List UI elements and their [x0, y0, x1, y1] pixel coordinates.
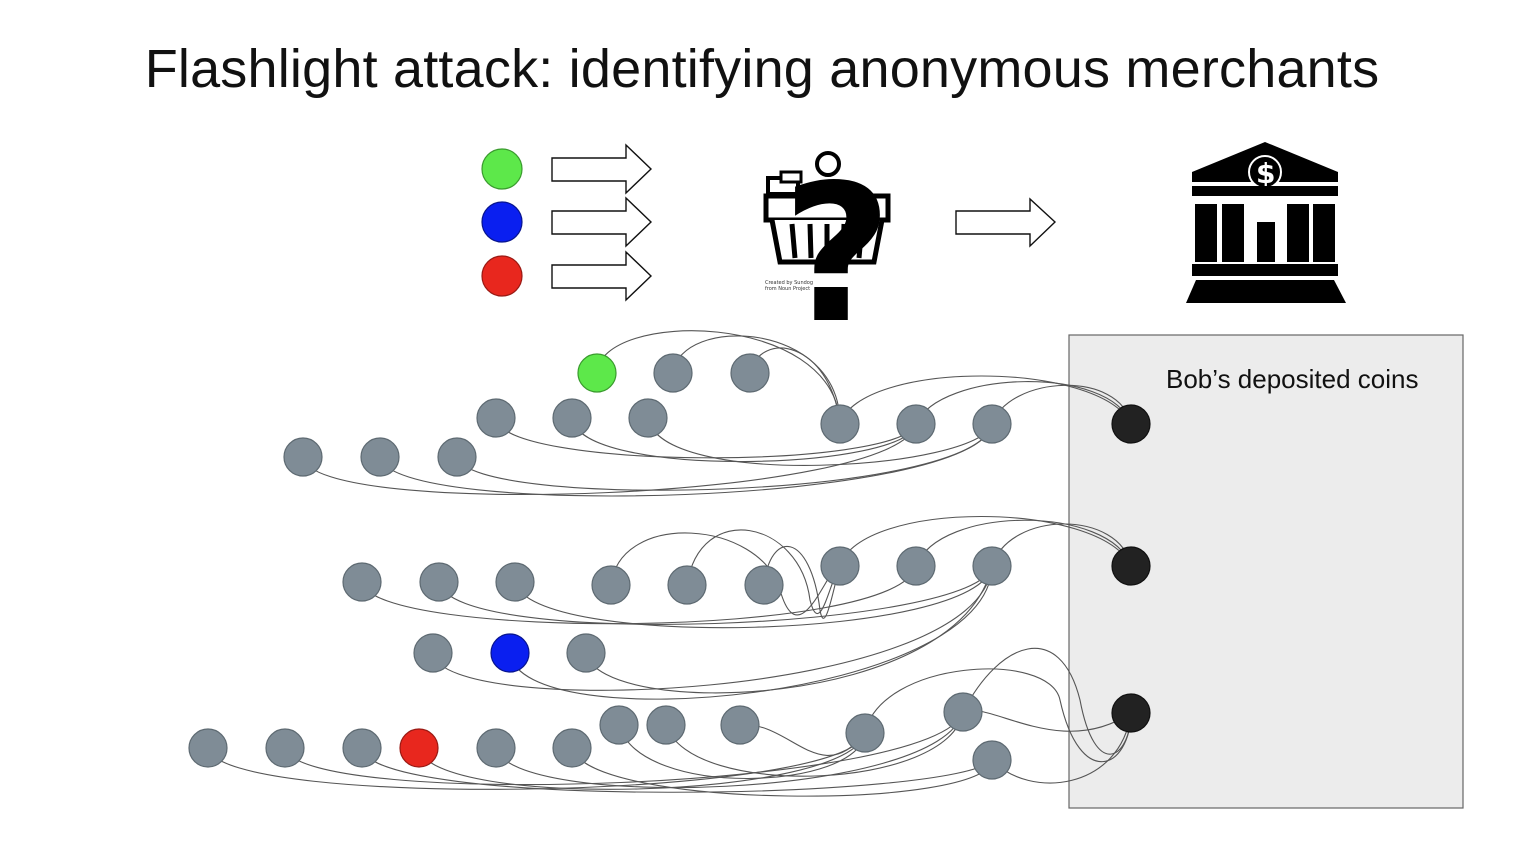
bank-icon: $ — [1186, 142, 1346, 303]
coin-node — [646, 705, 686, 745]
coin-node — [744, 565, 784, 605]
coin-node — [413, 633, 453, 673]
legend-blue-coin — [481, 201, 523, 243]
red-coin-node — [399, 728, 439, 768]
slide-title: Flashlight attack: identifying anonymous… — [144, 39, 1380, 99]
coin-node — [972, 546, 1012, 586]
deposited-coin-node — [1111, 546, 1151, 586]
svg-text:Created by Sundog: Created by Sundog — [765, 280, 813, 286]
coin-node — [820, 546, 860, 586]
coin-node — [845, 713, 885, 753]
green-coin-node — [577, 353, 617, 393]
coin-node — [720, 705, 760, 745]
coin-node — [552, 398, 592, 438]
transaction-edges — [207, 330, 1132, 797]
coin-node — [972, 740, 1012, 780]
coin-node — [599, 705, 639, 745]
coin-node — [896, 404, 936, 444]
shopping-basket-icon: Created by Sundog from Noun Project — [763, 151, 891, 292]
coin-node — [972, 404, 1012, 444]
coin-legend — [481, 143, 653, 302]
legend-green-coin — [481, 148, 523, 190]
arrow-right-icon — [551, 196, 653, 248]
coin-node — [495, 562, 535, 602]
coin-node — [628, 398, 668, 438]
coin-node — [265, 728, 305, 768]
legend-red-coin — [481, 255, 523, 297]
arrow-right-icon — [955, 197, 1057, 248]
deposited-coin-node — [1111, 404, 1151, 444]
arrow-right-icon — [551, 143, 653, 195]
coin-node — [896, 546, 936, 586]
coin-node — [730, 353, 770, 393]
coin-node — [566, 633, 606, 673]
coin-node — [188, 728, 228, 768]
coin-node — [342, 562, 382, 602]
coin-node — [667, 565, 707, 605]
deposit-box-label: Bob’s deposited coins — [1166, 364, 1418, 394]
unknown-merchant-question-mark: ? — [782, 144, 892, 365]
coin-node — [419, 562, 459, 602]
bank-dollar-sign: $ — [1256, 157, 1275, 190]
deposited-coin-node — [1111, 693, 1151, 733]
coin-node — [476, 398, 516, 438]
coin-node — [943, 692, 983, 732]
blue-coin-node — [490, 633, 530, 673]
coin-node — [342, 728, 382, 768]
arrow-right-icon — [551, 250, 653, 302]
coin-node — [552, 728, 592, 768]
coin-node — [437, 437, 477, 477]
coin-nodes — [188, 353, 1151, 780]
coin-node — [820, 404, 860, 444]
coin-node — [360, 437, 400, 477]
coin-node — [476, 728, 516, 768]
coin-node — [283, 437, 323, 477]
coin-node — [591, 565, 631, 605]
svg-text:from Noun Project: from Noun Project — [765, 286, 810, 292]
coin-node — [653, 353, 693, 393]
